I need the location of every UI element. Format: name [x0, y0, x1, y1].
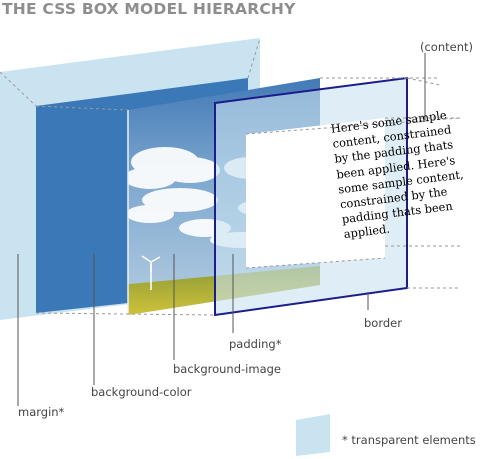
- label-margin: margin*: [18, 405, 65, 419]
- label-background-color: background-color: [91, 385, 192, 399]
- diagram-title: THE CSS BOX MODEL HIERARCHY: [2, 0, 296, 18]
- leader-lines: [17, 53, 426, 406]
- legend-text: * transparent elements: [342, 433, 476, 447]
- label-background-image: background-image: [173, 362, 281, 376]
- sample-content-text: Here's some sample content, constrained …: [330, 107, 465, 242]
- label-border: border: [364, 316, 402, 330]
- label-padding: padding*: [229, 337, 282, 351]
- content-area: [246, 118, 385, 268]
- guide-lines: [0, 37, 461, 316]
- label-content: (content): [420, 40, 474, 54]
- legend-swatch: [296, 414, 330, 456]
